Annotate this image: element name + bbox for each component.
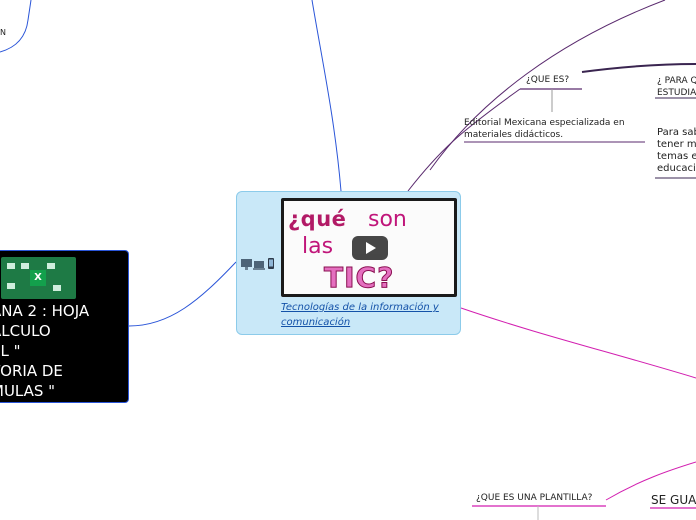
- left-line-5: MULAS ": [0, 382, 55, 400]
- topic-se-gua[interactable]: SE GUA: [651, 493, 696, 507]
- para-que-text-4: educaci: [657, 163, 696, 175]
- para-que-line-1: ¿ PARA Q: [657, 75, 696, 87]
- para-que-text-3: temas e: [657, 151, 696, 163]
- left-line-2: ÁLCULO: [0, 322, 51, 340]
- link-top: [312, 0, 341, 191]
- play-icon[interactable]: [352, 236, 388, 260]
- central-caption-link[interactable]: Tecnologías de la información y comunica…: [281, 300, 457, 330]
- thumbnail-word-las: las: [302, 234, 333, 259]
- left-node-text: ANA 2 : HOJA ÁLCULO EL " TORIA DE MULAS …: [0, 301, 129, 401]
- computer-devices-icon: [241, 258, 275, 272]
- video-thumbnail[interactable]: ¿qué son las TIC?: [281, 198, 457, 297]
- para-que-text-1: Para sab: [657, 127, 696, 139]
- left-line-3: EL ": [0, 342, 21, 360]
- topic-que-es[interactable]: ¿QUE ES?: [526, 75, 569, 85]
- link-top-right: [430, 0, 665, 170]
- left-line-1: ANA 2 : HOJA: [0, 302, 89, 320]
- thumbnail-word-que: ¿qué: [288, 207, 346, 231]
- excel-icon: X: [1, 257, 76, 299]
- left-topic-node[interactable]: X ANA 2 : HOJA ÁLCULO EL " TORIA DE MULA…: [0, 250, 129, 403]
- topic-para-que[interactable]: ¿ PARA Q ESTUDIA: [657, 75, 696, 99]
- para-que-line-2: ESTUDIA: [657, 87, 696, 99]
- link-left-node: [129, 262, 236, 326]
- thumbnail-word-son: son: [368, 207, 407, 232]
- para-que-text-2: tener m: [657, 139, 696, 151]
- link-top-left: [0, 0, 31, 52]
- link-para-que: [582, 64, 696, 72]
- central-topic-node[interactable]: ¿qué son las TIC? Tecnologías de la info…: [236, 191, 461, 335]
- link-magenta: [461, 308, 696, 378]
- top-left-fragment: N: [0, 27, 6, 38]
- topic-que-es-text: Editorial Mexicana especializada en mate…: [464, 117, 644, 141]
- topic-plantilla[interactable]: ¿QUE ES UNA PLANTILLA?: [476, 493, 592, 503]
- thumbnail-word-tic: TIC?: [324, 261, 394, 294]
- left-line-4: TORIA DE: [0, 362, 63, 380]
- topic-para-que-text: Para sab tener m temas e educaci: [657, 127, 696, 175]
